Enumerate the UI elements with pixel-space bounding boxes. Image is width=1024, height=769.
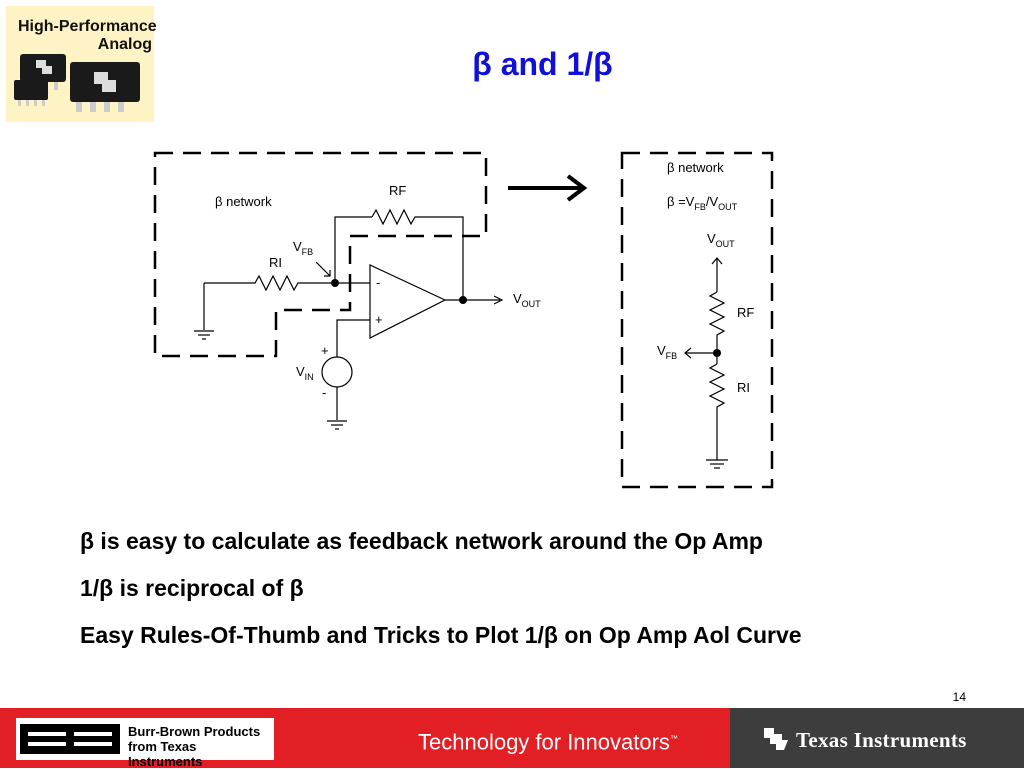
beta-formula: β =VFB/VOUT <box>667 194 738 212</box>
logo-line2: Analog <box>97 36 152 53</box>
ri-resistor <box>204 274 370 292</box>
formula-sub1: FB <box>694 202 706 212</box>
inverting-input-sign: - <box>376 275 380 290</box>
ri-label: RI <box>269 255 282 270</box>
right-vout-main: V <box>707 231 716 246</box>
rf-label: RF <box>389 183 406 198</box>
logo-text: High-Performance Analog <box>18 18 158 54</box>
vfb-sub: FB <box>302 247 314 257</box>
circuit-diagram: β network RF RI VFB - + VOUT + VIN - β n… <box>153 151 774 489</box>
right-vfb-main: V <box>657 343 666 358</box>
rf-resistor <box>371 208 464 300</box>
bullet-item: 1/β is reciprocal of β <box>80 575 304 601</box>
left-network-label: β network <box>215 194 272 209</box>
right-beta-network-box <box>620 151 774 489</box>
formula-prefix: β =V <box>667 194 695 209</box>
bullet-item: Easy Rules-Of-Thumb and Tricks to Plot 1… <box>80 622 802 648</box>
slide-title: β and 1/β <box>472 46 613 82</box>
footer-bar: Burr-Brown Products from Texas Instrumen… <box>0 708 1024 769</box>
source-plus: + <box>321 343 329 358</box>
bb-line2: from Texas Instruments <box>128 739 203 769</box>
arrow-right-icon <box>508 174 588 202</box>
right-rf-label: RF <box>737 305 754 320</box>
vfb-label: VFB <box>293 239 313 257</box>
source-minus: - <box>322 385 326 400</box>
op-amp <box>369 264 447 339</box>
vout-label: VOUT <box>513 291 541 309</box>
page-number: 14 <box>952 690 966 704</box>
vfb-main: V <box>293 239 302 254</box>
noninverting-input-sign: + <box>375 312 383 327</box>
vout-main: V <box>513 291 522 306</box>
right-vfb-label: VFB <box>657 343 677 361</box>
vout-sub: OUT <box>522 299 542 309</box>
right-network-label: β network <box>667 160 724 175</box>
vin-source <box>321 356 353 388</box>
left-beta-network-box <box>153 151 488 358</box>
bb-logo-icon <box>20 724 120 754</box>
right-ri-resistor <box>708 363 726 460</box>
right-vout-sub: OUT <box>716 239 736 249</box>
ti-name: Texas Instruments <box>796 728 967 752</box>
bb-line1: Burr-Brown Products <box>128 724 261 739</box>
right-vfb-sub: FB <box>666 351 678 361</box>
right-vout-label: VOUT <box>707 231 735 249</box>
tagline-tm: ™ <box>669 734 678 743</box>
tagline: Technology for Innovators™ <box>418 726 678 755</box>
burr-brown-logo: Burr-Brown Products from Texas Instrumen… <box>16 718 274 769</box>
right-ri-label: RI <box>737 380 750 395</box>
logo-line1: High-Performance <box>18 18 157 35</box>
vin-sub: IN <box>305 372 314 382</box>
formula-mid: /V <box>706 194 719 209</box>
chip-icon <box>14 54 140 112</box>
tagline-text: Technology for Innovators <box>418 729 670 755</box>
bb-text: Burr-Brown Products from Texas Instrumen… <box>128 724 274 769</box>
high-performance-analog-logo: High-Performance Analog <box>6 6 157 122</box>
bullet-list: β is easy to calculate as feedback netwo… <box>80 524 1000 665</box>
vin-main: V <box>296 364 305 379</box>
texas-instruments-icon <box>764 728 788 750</box>
right-rf-resistor <box>708 291 726 364</box>
vin-label: VIN <box>296 364 314 382</box>
bullet-item: β is easy to calculate as feedback netwo… <box>80 528 763 554</box>
formula-sub2: OUT <box>718 202 738 212</box>
ti-brand-area: Texas Instruments <box>730 708 1024 768</box>
